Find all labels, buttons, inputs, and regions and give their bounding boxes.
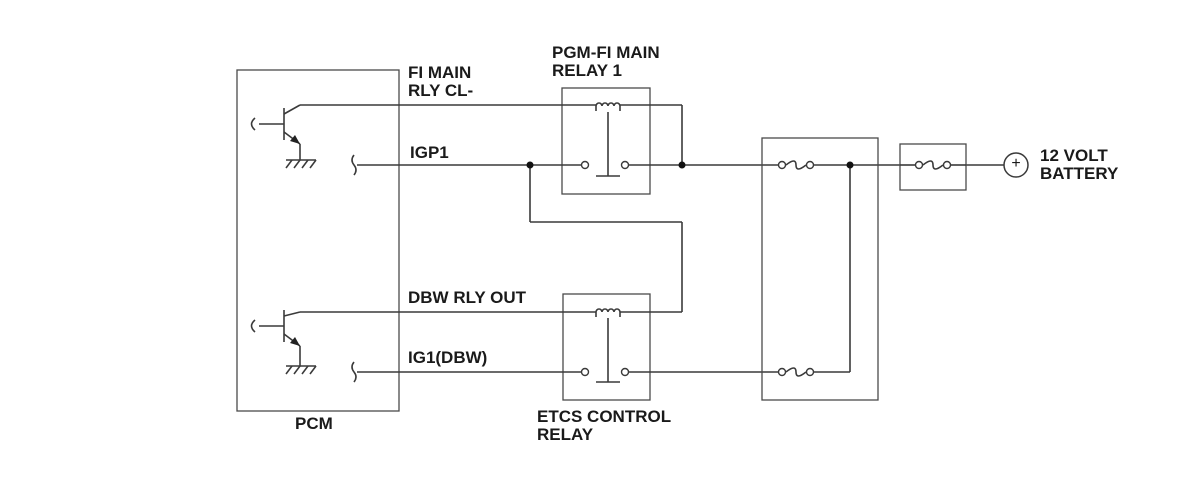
- battery-icon: [1003, 152, 1029, 178]
- junction-dot: [526, 161, 534, 169]
- junction-dot: [678, 161, 686, 169]
- ground-icon: [285, 159, 317, 169]
- wires: [400, 104, 1004, 373]
- fi-main-rly-label: FI MAIN RLY CL-: [408, 63, 474, 100]
- pcm-transistor-2: [250, 310, 400, 366]
- pcm-transistor-1: [250, 104, 400, 160]
- connector-igp1-icon: [351, 154, 357, 176]
- igp1-label: IGP1: [410, 143, 449, 162]
- etcs-control-relay: [562, 293, 651, 401]
- pcm-box: [236, 69, 400, 412]
- main-fuse-box: [899, 143, 967, 191]
- etcs-control-relay-label: ETCS CONTROL RELAY: [537, 407, 672, 444]
- fuse-icon: [777, 160, 815, 170]
- connector-ig1-icon: [351, 361, 357, 383]
- fuse-icon: [777, 367, 815, 377]
- fuse-icon: [900, 160, 966, 170]
- pgm-fi-main-relay-label: PGM-FI MAIN RELAY 1: [552, 43, 660, 80]
- battery-plus-symbol: +: [1011, 155, 1021, 172]
- ground-icon: [285, 365, 317, 375]
- dbw-rly-out-label: DBW RLY OUT: [408, 288, 527, 307]
- fuse-box: [761, 137, 879, 401]
- battery-label: 12 VOLT BATTERY: [1040, 146, 1119, 183]
- pcm-label: PCM: [295, 414, 333, 433]
- junction-dot: [846, 161, 854, 169]
- pgm-fi-main-relay: [561, 87, 651, 195]
- ig1-dbw-label: IG1(DBW): [408, 348, 488, 367]
